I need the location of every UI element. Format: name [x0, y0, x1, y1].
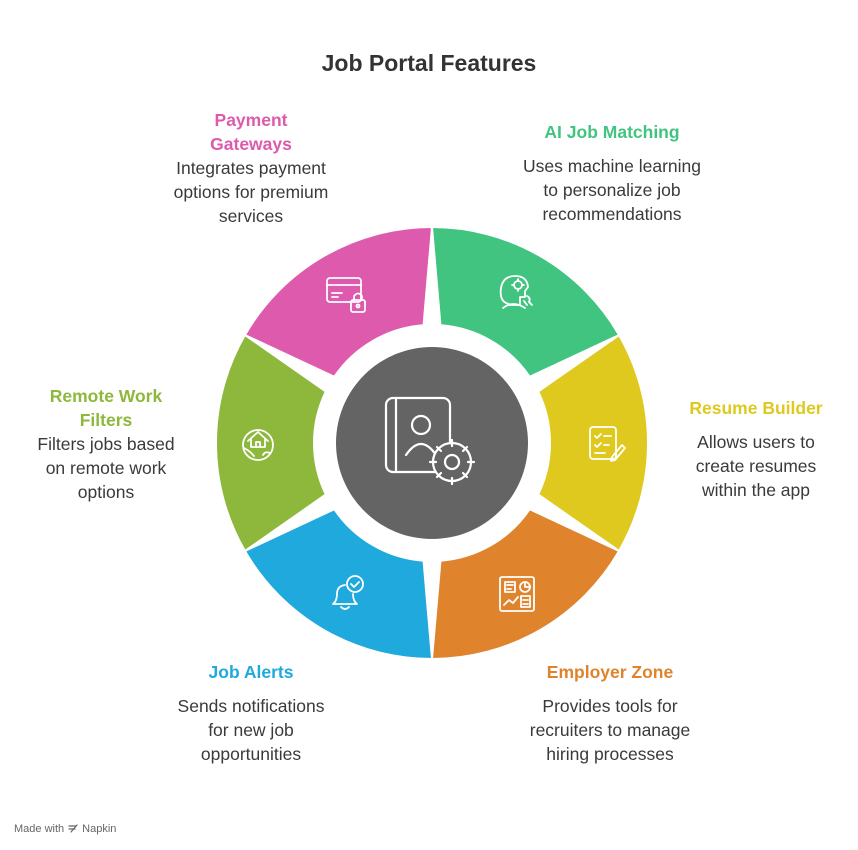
- wheel-segment-remote-work-filters: [215, 333, 328, 553]
- wheel-segment-job-alerts: [243, 507, 434, 661]
- feature-title: Payment Gateways: [210, 110, 292, 154]
- feature-description: Provides tools for recruiters to manage …: [529, 696, 691, 764]
- wheel-segment-resume-builder: [536, 333, 649, 553]
- ai-head-gear-icon: [499, 275, 533, 309]
- footer-text: Made with: [14, 823, 65, 835]
- feature-title: Resume Builder: [689, 398, 823, 418]
- bell-check-icon: [332, 575, 364, 610]
- feature-label-ai-job-matching: AI Job Matching Uses machine learning to…: [522, 120, 702, 226]
- feature-label-remote-work-filters: Remote Work Filters Filters jobs based o…: [26, 384, 186, 504]
- feature-label-job-alerts: Job Alerts Sends notifications for new j…: [174, 660, 328, 766]
- feature-title: AI Job Matching: [544, 122, 680, 142]
- feature-description: Filters jobs based on remote work option…: [37, 434, 175, 502]
- feature-label-employer-zone: Employer Zone Provides tools for recruit…: [528, 660, 692, 766]
- feature-description: Integrates payment options for premium s…: [173, 158, 329, 226]
- feature-title: Job Alerts: [208, 662, 294, 682]
- checklist-pen-icon: [589, 426, 626, 462]
- center-hub: [336, 347, 528, 539]
- card-lock-icon: [326, 277, 366, 313]
- feature-label-resume-builder: Resume Builder Allows users to create re…: [680, 396, 832, 502]
- dashboard-icon: [499, 576, 535, 612]
- house-globe-icon: [242, 429, 274, 461]
- footer: Made with Napkin: [14, 823, 116, 835]
- profile-settings-icon: [384, 396, 476, 486]
- footer-brand: Napkin: [82, 823, 117, 835]
- feature-title: Employer Zone: [546, 662, 674, 682]
- diagram-title: Job Portal Features: [321, 50, 537, 76]
- feature-label-payment-gateways: Payment Gateways Integrates payment opti…: [172, 108, 330, 228]
- feature-description: Sends notifications for new job opportun…: [177, 696, 325, 764]
- feature-description: Allows users to create resumes within th…: [695, 432, 817, 500]
- feature-title: Remote Work Filters: [49, 386, 163, 430]
- napkin-logo-icon: [68, 824, 78, 833]
- feature-description: Uses machine learning to personalize job…: [522, 156, 701, 224]
